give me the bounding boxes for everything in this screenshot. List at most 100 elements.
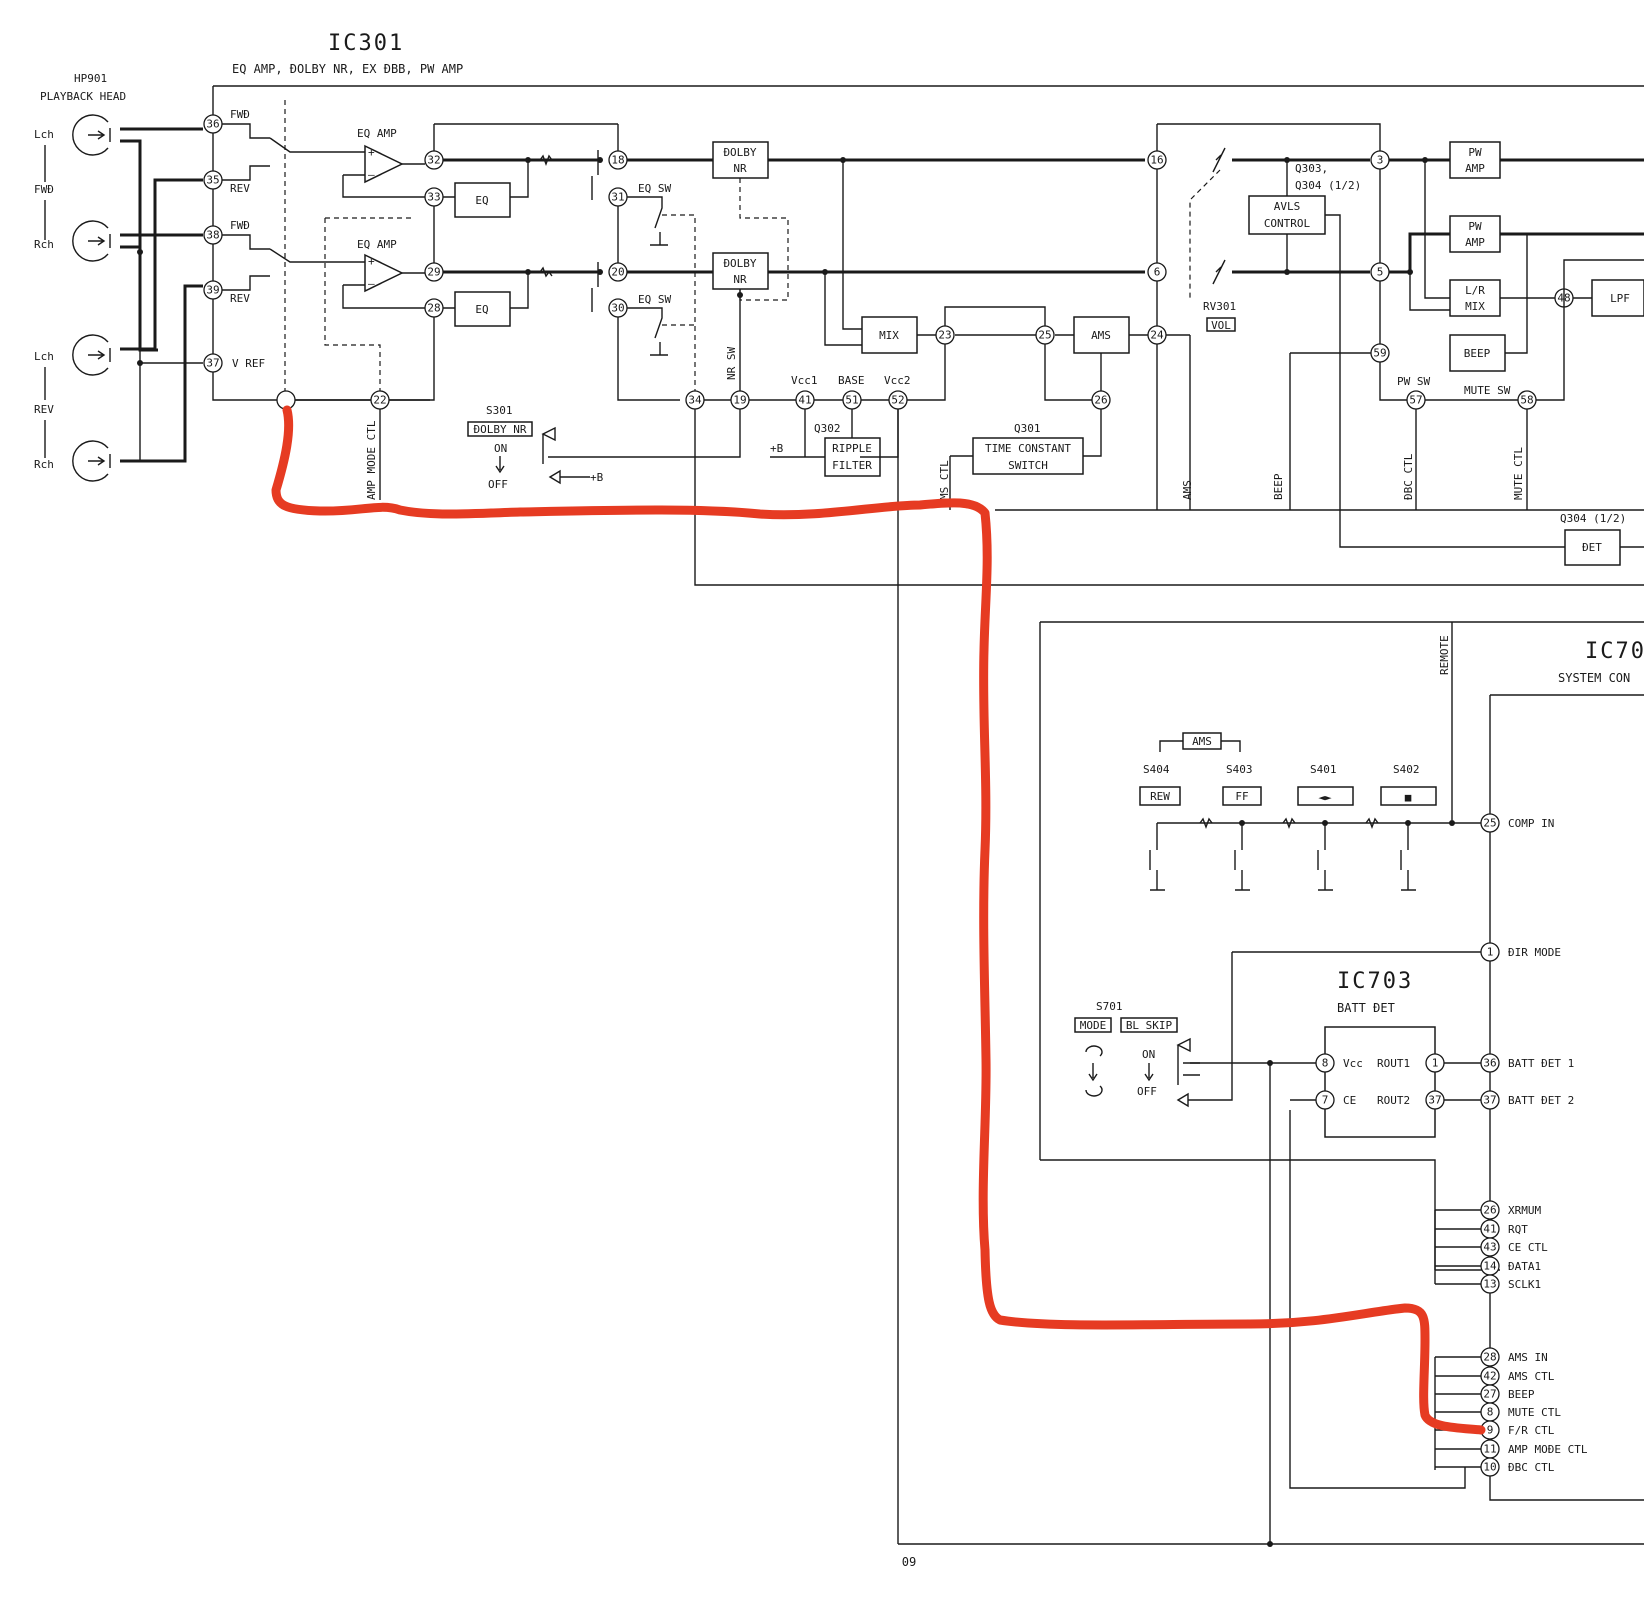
s403-ref: S403 <box>1226 763 1253 776</box>
svg-text:24: 24 <box>1150 329 1164 342</box>
eq-sw-2-label: EQ SW <box>638 293 671 306</box>
ic703-batt-det: IC703 BATT ÐET 8 7 1 37 Vcc CE ROUT1 ROU… <box>1315 969 1445 1138</box>
dolby-nr-2-line2: NR <box>733 273 747 286</box>
head-rch-fwd: Rch <box>34 238 54 251</box>
label-mute-sw: MUTE SW <box>1464 384 1511 397</box>
mix-label: MIX <box>879 329 899 342</box>
avls-line2: CONTROL <box>1264 217 1311 230</box>
dolby-nr-1-line2: NR <box>733 162 747 175</box>
svg-text:29: 29 <box>427 266 440 279</box>
rv301-volume: RV301 VOL <box>1189 147 1236 332</box>
s301-name: ÐOLBY NR <box>474 423 527 436</box>
svg-text:41: 41 <box>798 394 811 407</box>
head-desc: PLAYBACK HEAD <box>40 90 126 103</box>
svg-text:51: 51 <box>845 394 858 407</box>
vol-label: VOL <box>1211 319 1231 332</box>
svg-text:42: 42 <box>1483 1370 1496 1383</box>
lr-mix-line1: L/R <box>1465 284 1485 297</box>
svg-text:–: – <box>368 168 375 181</box>
pin-dbc-ctl: ÐBC CTL <box>1508 1461 1555 1474</box>
lr-mix-line2: MIX <box>1465 300 1485 313</box>
beep-block: BEEP <box>1449 334 1506 372</box>
pin-data1: ÐATA1 <box>1508 1260 1541 1273</box>
s701-mode: MODE <box>1080 1019 1107 1032</box>
ams-block: AMS <box>1073 316 1130 354</box>
ic703-vcc: Vcc <box>1343 1057 1363 1070</box>
svg-text:6: 6 <box>1154 266 1161 279</box>
pin-dir-mode: ÐIR MODE <box>1508 946 1561 959</box>
svg-text:–: – <box>368 277 375 290</box>
q304-det-label: Q304 (1/2) <box>1560 512 1626 525</box>
svg-text:28: 28 <box>1483 1351 1496 1364</box>
eq-amp-2-label: EQ AMP <box>357 238 397 251</box>
svg-text:32: 32 <box>427 154 440 167</box>
pw-amp-2: PW AMP <box>1449 215 1501 253</box>
eq-amp-1: EQ AMP +– <box>300 127 430 198</box>
red-annotation-trace <box>271 405 1486 1435</box>
svg-text:22: 22 <box>373 394 386 407</box>
avls-line1: AVLS <box>1274 200 1301 213</box>
pin-batt-det-2: BATT ÐET 2 <box>1508 1094 1574 1107</box>
s301-off: OFF <box>488 478 508 491</box>
head-rch-rev: Rch <box>34 458 54 471</box>
lpf-label: LPF <box>1610 292 1630 305</box>
svg-text:35: 35 <box>206 174 219 187</box>
playback-head: HP901 PLAYBACK HEAD Lch FWÐ Rch Lch REV … <box>34 72 126 482</box>
dolby-nr-block-1: ÐOLBY NR <box>712 141 769 179</box>
lr-mix-block: L/R MIX <box>1449 279 1501 317</box>
ripple-filter-line2: FILTER <box>832 459 872 472</box>
svg-text:57: 57 <box>1409 394 1422 407</box>
dolby-nr-block-2: ÐOLBY NR <box>712 252 769 290</box>
s404-ref: S404 <box>1143 763 1170 776</box>
svg-text:19: 19 <box>733 394 746 407</box>
svg-text:43: 43 <box>1483 1241 1496 1254</box>
label-amp-mode-ctl: AMP MODE CTL <box>365 420 378 500</box>
label-mute-ctl-vertical: MUTE CTL <box>1512 447 1525 500</box>
tcs-line1: TIME CONSTANT <box>985 442 1071 455</box>
ic301-nr-pins: 18 31 20 30 <box>608 150 628 318</box>
pin-ams-ctl: AMS CTL <box>1508 1370 1555 1383</box>
stop-key-label: ■ <box>1405 791 1412 804</box>
ic301-description: EQ AMP, ÐOLBY NR, EX ÐBB, PW AMP <box>232 62 463 76</box>
pin-mute-ctl: MUTE CTL <box>1508 1406 1561 1419</box>
label-pw-sw: PW SW <box>1397 375 1430 388</box>
label-rev-1: REV <box>230 182 250 195</box>
svg-text:37: 37 <box>1428 1094 1441 1107</box>
svg-text:1: 1 <box>1432 1057 1439 1070</box>
label-beep-vertical: BEEP <box>1272 473 1285 500</box>
ic70-pin-list: 25 COMP IN 1 ÐIR MODE 36 BATT ÐET 1 37 B… <box>1480 813 1588 1477</box>
svg-text:28: 28 <box>427 302 440 315</box>
pin-ce-ctl: CE CTL <box>1508 1241 1548 1254</box>
svg-text:33: 33 <box>427 191 440 204</box>
svg-text:8: 8 <box>1322 1057 1329 1070</box>
ripple-filter: Q302 RIPPLE FILTER +B <box>770 409 899 477</box>
svg-text:23: 23 <box>938 329 951 342</box>
pin-comp-in: COMP IN <box>1508 817 1554 830</box>
det-block: Q304 (1/2) ÐET <box>1560 512 1644 566</box>
label-vref: V REF <box>232 357 265 370</box>
svg-text:37: 37 <box>1483 1094 1496 1107</box>
svg-text:+: + <box>368 255 375 268</box>
s701-ref: S701 <box>1096 1000 1123 1013</box>
rv301-label: RV301 <box>1203 300 1236 313</box>
avls-control: Q303, Q304 (1/2) AVLS CONTROL <box>1248 157 1570 548</box>
ic301-mid-pins: 23 25 24 26 16 6 <box>935 150 1167 410</box>
s301-on: ON <box>494 442 507 455</box>
s301-plus-b: +B <box>590 471 604 484</box>
s301-ref: S301 <box>486 404 513 417</box>
label-base: BASE <box>838 374 865 387</box>
svg-text:10: 10 <box>1483 1461 1496 1474</box>
label-remote: REMOTE <box>1438 635 1451 675</box>
ic301-left-pins: 36 35 38 39 37 <box>203 114 223 373</box>
ic301-bottom-pins: 22 34 19 41 51 52 <box>276 390 908 410</box>
ic703-desc: BATT ÐET <box>1337 1001 1395 1015</box>
head-rev-label: REV <box>34 403 54 416</box>
eq-sw-1-label: EQ SW <box>638 182 671 195</box>
svg-text:30: 30 <box>611 302 624 315</box>
s701-bl-skip: BL SKIP <box>1126 1019 1173 1032</box>
svg-text:1: 1 <box>1487 946 1494 959</box>
key-switch-bank: AMS S404 S403 S401 S402 REW FF ◄► ■ <box>1139 732 1481 891</box>
svg-text:38: 38 <box>206 229 219 242</box>
svg-text:+: + <box>368 146 375 159</box>
